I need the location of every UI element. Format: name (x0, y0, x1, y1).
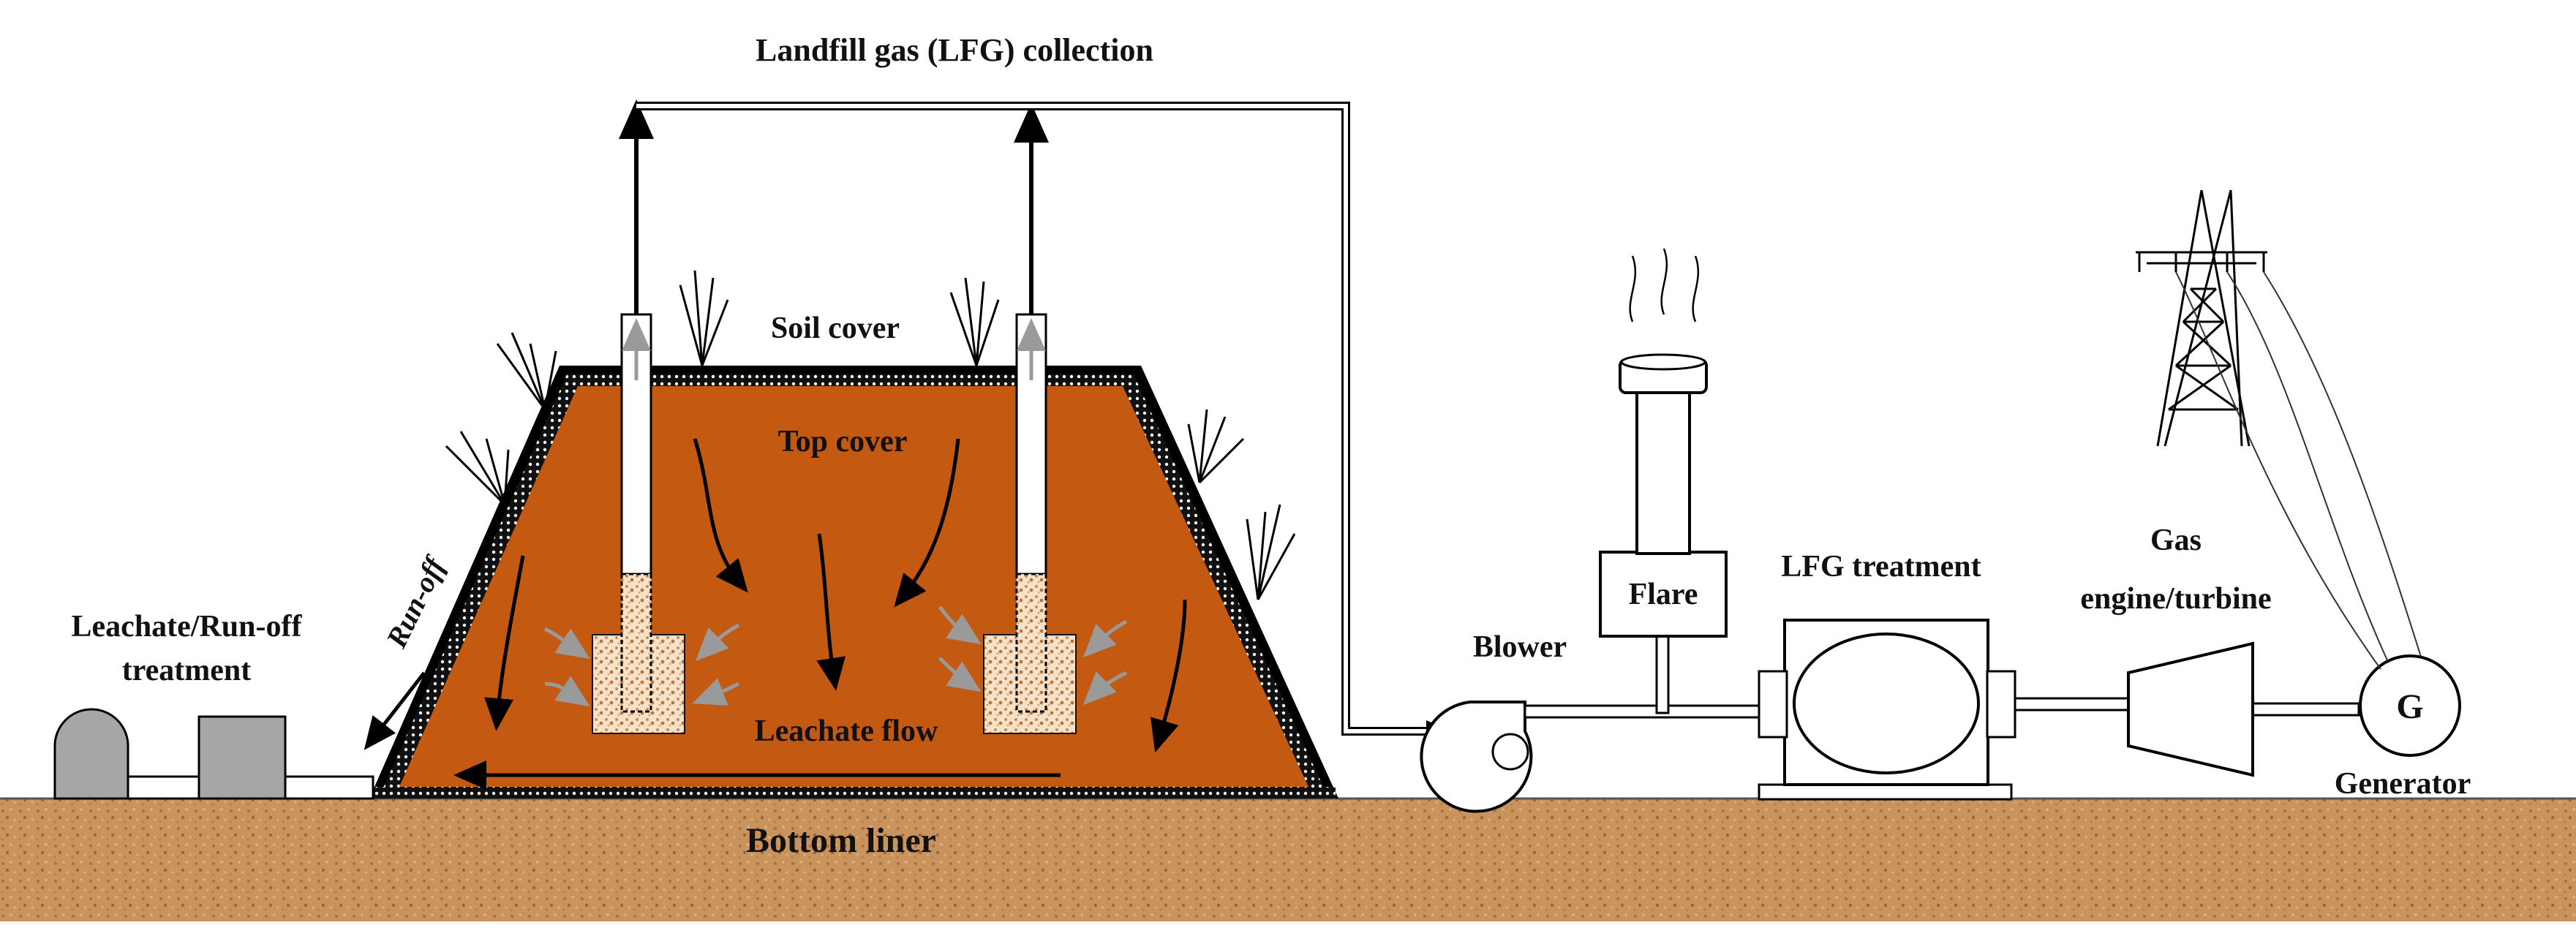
lfg-treatment-unit (1758, 619, 2016, 801)
grass-tufts (445, 270, 1296, 600)
well-screen-right (1015, 573, 1047, 713)
generator-symbol: G (2396, 687, 2423, 726)
generator-circle (2359, 654, 2461, 757)
collection-header-pipe-inner (636, 104, 1437, 733)
leachate-treatment-label-line2: treatment (122, 654, 251, 687)
bottom-liner-band (374, 787, 1336, 799)
lfg-treatment-flange-left (1758, 670, 1788, 739)
pipe-blower-to-treatment (1524, 704, 1760, 719)
leachate-flow-arrows (453, 438, 1187, 790)
well-screen-left (620, 573, 652, 713)
flare (1599, 248, 1728, 638)
leachate-treatment-label-line1: Leachate/Run-off (72, 610, 303, 644)
gas-well-right (983, 103, 1077, 734)
run-off-arrow (364, 671, 426, 750)
pipe-engine-to-generator (2251, 702, 2360, 717)
gas-migration-arrows (543, 605, 1128, 707)
gas-engine-label-line2: engine/turbine (2080, 582, 2271, 616)
pipe-treatment-to-engine (2014, 697, 2130, 712)
blower-label: Blower (1473, 630, 1567, 664)
gas-well-left (592, 99, 685, 734)
power-lines (2175, 271, 2422, 670)
ground (0, 799, 2576, 921)
gas-turbine (2127, 641, 2254, 777)
leachate-tank-dome (53, 708, 129, 800)
lfg-treatment-flange-right (1986, 670, 2016, 739)
leachate-flow-label: Leachate flow (755, 714, 938, 748)
blower (1420, 701, 1533, 813)
leachate-treatment-units (53, 708, 374, 800)
flare-base-box (1599, 551, 1728, 638)
blower-fan (1491, 733, 1529, 771)
lfg-treatment-vessel (1793, 633, 1980, 774)
blower-housing (1420, 701, 1533, 813)
lfg-treatment-label: LFG treatment (1781, 550, 1981, 584)
leachate-treatment-box (197, 715, 287, 800)
flare-label: Flare (1629, 578, 1698, 611)
pipe-to-flare (1655, 631, 1670, 714)
generator-label: Generator (2335, 767, 2471, 801)
flare-heat-waves (1629, 248, 1700, 322)
gas-engine-label-line1: Gas (2150, 524, 2202, 557)
lfg-collection-label: Landfill gas (LFG) collection (756, 32, 1153, 68)
flare-cap-top (1620, 353, 1706, 371)
flare-stack (1635, 390, 1691, 555)
soil-cover-label: Soil cover (771, 312, 900, 345)
transmission-tower (2136, 189, 2267, 447)
bottom-liner-label: Bottom liner (746, 821, 936, 860)
lfg-treatment-base (1758, 783, 2013, 801)
top-cover-label: Top cover (778, 425, 908, 458)
